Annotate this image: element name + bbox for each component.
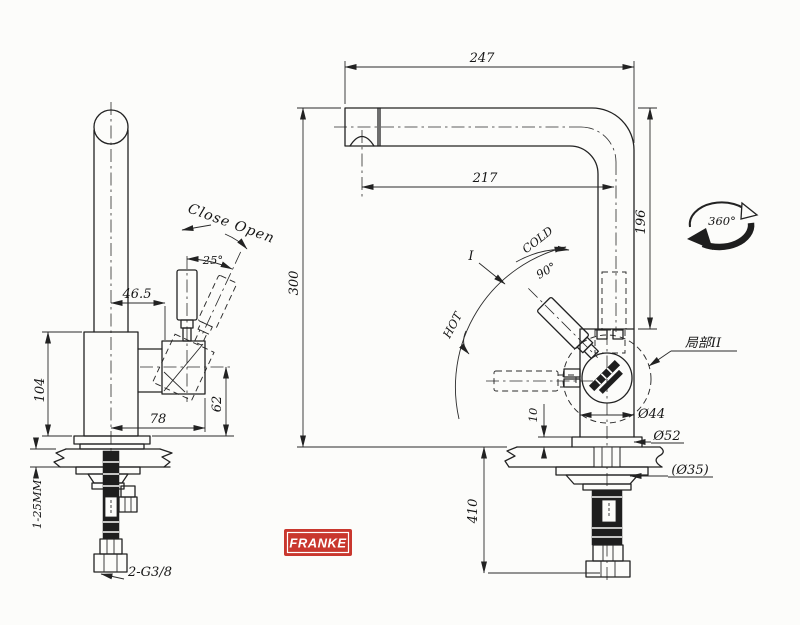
side-hose-nipple [120,485,136,498]
base-flange-left [73,435,151,445]
swing-arc [454,246,567,420]
cartridge-ghost [601,271,627,330]
dim-spout-reach: 217 [472,171,499,186]
dim-body-height: 104 [33,378,48,403]
dim-valve-height: 62 [210,396,225,413]
dim-spout-to-valve: 46.5 [122,287,152,302]
open-arrow-icon [224,233,248,250]
handle-horizontal-ghost [493,370,577,392]
rotation-label: 360° [708,214,736,228]
swing-angle-label: 90° [534,259,559,281]
handle-angle-label: 25° [202,253,223,267]
franke-logo-text: FRANKE [289,536,346,551]
valve-block-open-ghost [152,333,215,401]
break-line [655,446,664,468]
dim-hole-diameter: (Ø35) [671,463,708,478]
inlet-stub [563,368,581,378]
dim-counter-thickness: 1-25MM [30,478,44,529]
dim-spout-rise: 196 [634,210,649,235]
handle-right-view [528,288,600,360]
rotation-360-icon: 360° [687,201,759,251]
franke-logo: FRANKE [284,529,352,556]
hot-label: HOT [439,309,465,342]
dim-hose-length: 410 [466,499,481,525]
hose-nut-left [93,553,128,573]
right-view: COLD HOT 90° I 局部II 360° 247 217 196 3 [287,51,759,580]
medallion-logo-stripes [588,359,623,394]
close-arrow-icon [181,224,212,232]
dim-base-diameter: Ø52 [652,429,680,444]
spout-top [93,109,129,145]
dim-spout-reach-overall: 247 [469,51,496,66]
dim-body-depth: 78 [150,412,167,427]
dim-total-height: 300 [287,271,302,296]
section-label: I [467,249,474,264]
detail-callout-label: 局部II [685,336,722,351]
handle-open-ghost [193,251,242,346]
dim-hose-thread: 2-G3/8 [127,565,172,580]
cold-arrow-icon [515,245,570,263]
close-open-label: Close Open [186,201,277,247]
dim-body-diameter: Ø44 [637,407,665,422]
brand-medallion [581,352,633,404]
spout-head [344,107,381,147]
hot-arrow-icon [459,330,470,355]
aerator-arc [349,135,375,147]
dim-base-step: 10 [526,408,540,423]
handle-left-view [176,269,198,342]
detail-callout-circle [562,334,652,424]
threaded-rod-left [102,450,120,540]
hose-nut-right [585,560,631,578]
left-view: 25° Close Open 46.5 104 78 62 [30,102,277,580]
